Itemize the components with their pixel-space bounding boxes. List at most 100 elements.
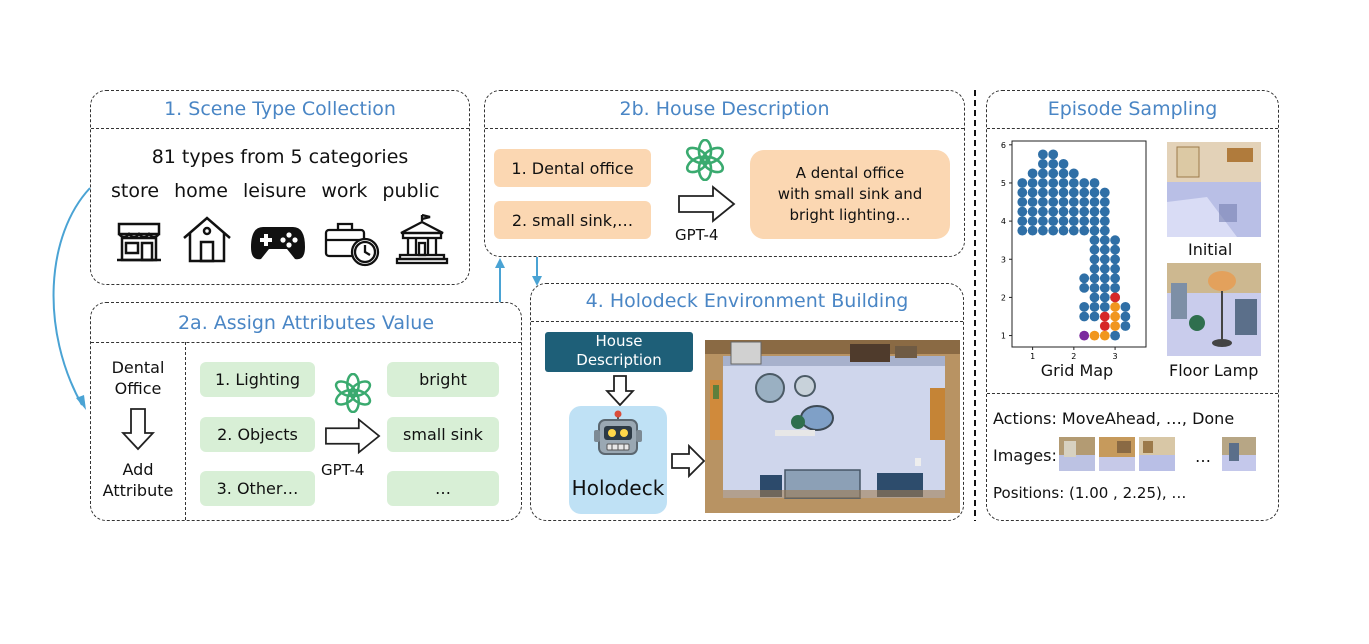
grid-cell-point [1089,292,1100,303]
grid-cell-point [1099,263,1110,274]
grid-cell-point [1099,254,1110,265]
grid-cell-point [1079,225,1090,236]
house-description-input: House Description [545,332,693,372]
arrow-down-icon [605,375,635,407]
category-store: store [111,180,160,202]
panel-divider [485,128,964,129]
grid-cell-point [1058,225,1069,236]
grid-cell-point [1089,254,1100,265]
grid-cell-point [1058,206,1069,217]
grid-cell-point [1027,168,1038,179]
scene-type-collection-panel: 1. Scene Type Collection 81 types from 5… [90,90,470,285]
grid-cell-point [1079,311,1090,322]
grid-cell-point [1099,235,1110,246]
thumbnail-1 [1059,437,1095,471]
output-line-1: A dental office [795,164,905,182]
panel-title: 2b. House Description [619,98,830,120]
category-work: work [321,180,368,202]
value-other: … [387,471,499,506]
grid-cell-point [1099,197,1110,207]
grid-cell-point [1079,206,1090,217]
panel-title: Episode Sampling [1047,98,1218,120]
category-leisure: leisure [243,180,307,202]
grid-cell-point [1068,197,1079,207]
grid-cell-point [1110,273,1120,284]
grid-cell-point [1089,302,1100,312]
description-input-2: 2. small sink,… [494,201,651,239]
grid-cell-point [1099,283,1110,293]
value-small-sink: small sink [387,417,499,452]
curved-arrow-1-to-2a [52,187,91,406]
positions-text: Positions: (1.00 , 2.25), … [993,484,1187,502]
observation-thumbnails [1059,437,1256,471]
arrow-right-icon [678,185,736,223]
grid-cell-point [1058,178,1069,188]
target-point [1110,292,1120,303]
target-point [1099,311,1110,322]
x-tick-label: 1 [1030,352,1035,361]
grid-cell-point [1048,178,1059,188]
panel-title: 2a. Assign Attributes Value [177,312,435,334]
input-line-1: House [595,332,643,350]
grid-cell-point [1017,197,1028,207]
grid-cell-point [1027,216,1038,226]
initial-label: Initial [1188,240,1233,259]
category-home: home [174,180,228,202]
grid-cell-point [1048,225,1059,236]
room-topdown-image [705,340,960,513]
grid-cell-point [1120,321,1131,331]
house-description-output: A dental office with small sink and brig… [750,150,950,239]
grid-cell-point [1048,216,1059,226]
grid-cell-point [1079,283,1090,293]
scene-type-line-2: Office [114,379,162,398]
grid-cell-point [1089,263,1100,274]
grid-cell-point [1038,197,1048,207]
category-summary: 81 types from 5 categories [151,146,409,168]
grid-cell-point [1048,187,1059,198]
panel-title: 4. Holodeck Environment Building [585,290,909,312]
initial-view-image [1167,142,1261,237]
grid-cell-point [1027,225,1038,236]
floor-lamp-view-image [1167,263,1261,356]
grid-cell-point [1027,197,1038,207]
grid-cell-point [1058,216,1069,226]
grid-cell-point [1068,178,1079,188]
grid-cell-point [1089,225,1100,236]
grid-cell-point [1027,187,1038,198]
grid-cell-point [1038,159,1048,169]
y-tick-label: 1 [1001,332,1006,341]
category-public: public [382,180,440,202]
y-tick-label: 5 [1001,179,1006,188]
grid-cell-point [1089,187,1100,198]
grid-cell-point [1120,311,1131,322]
arrow-down-icon [121,408,155,451]
images-label: Images: [993,446,1057,465]
grid-cell-point [1017,178,1028,188]
x-tick-label: 3 [1113,352,1118,361]
assign-attributes-panel: 2a. Assign Attributes Value Dental Offic… [90,302,522,521]
holodeck-environment-panel: 4. Holodeck Environment Building House D… [530,283,964,521]
grid-cell-point [1089,283,1100,293]
path-point [1110,311,1120,322]
target-point [1099,321,1110,331]
grid-cell-point [1110,330,1120,341]
actions-text: Actions: MoveAhead, …, Done [993,409,1235,428]
attribute-objects: 2. Objects [200,417,315,452]
model-label: GPT-4 [321,461,365,479]
images-ellipsis: … [1195,447,1211,466]
grid-cell-point [1110,235,1120,246]
path-point [1110,321,1120,331]
grid-cell-point [1099,225,1110,236]
arrow-right-icon [325,417,381,455]
y-tick-label: 6 [1001,141,1006,150]
grid-cell-point [1048,159,1059,169]
grid-cell-point [1048,149,1059,160]
grid-cell-point [1048,168,1059,179]
grid-cell-point [1099,187,1110,198]
thumbnail-4 [1222,437,1256,471]
thumbnail-3 [1139,437,1175,471]
panel-divider [987,128,1278,129]
grid-cell-point [1089,244,1100,255]
